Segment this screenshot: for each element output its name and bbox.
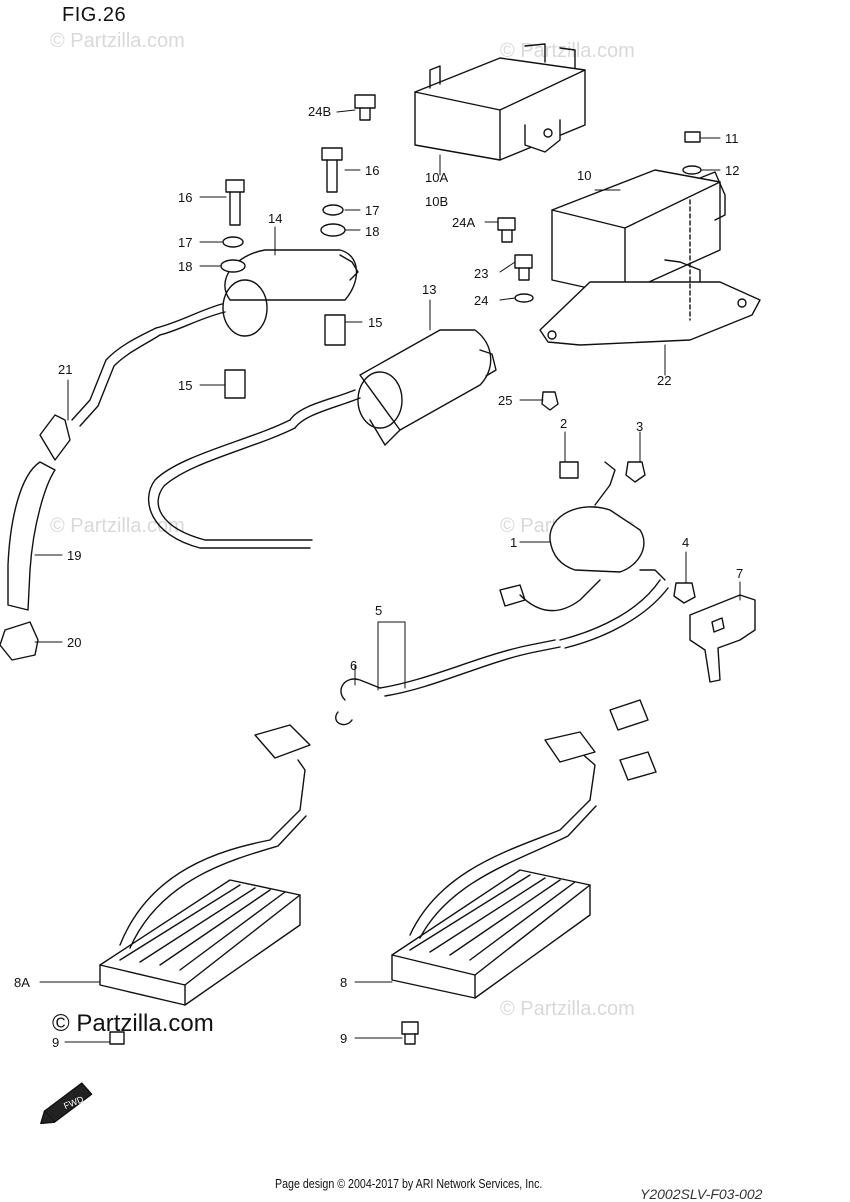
callout-18: 18 [178,259,193,274]
cable-5-6 [335,579,669,726]
callout-24a: 24A [452,215,476,230]
callout-8a: 8A [14,975,30,990]
callout-1: 1 [510,535,518,550]
diagram-code: Y2002SLV-F03-002 [640,1186,763,1202]
callout-22: 22 [657,373,672,388]
watermark: © Partzilla.com [50,515,185,537]
callout-6: 6 [350,658,358,673]
callout-9: 9 [52,1035,60,1050]
callout-7: 7 [736,566,744,581]
callout-16: 16 [178,190,193,205]
boot-7 [689,594,756,683]
callout-14: 14 [268,211,283,226]
plug-cap-assembly [0,414,71,661]
callout-5: 5 [375,603,383,618]
callout-8: 8 [340,975,348,990]
callout-19: 19 [67,548,82,563]
callout-21: 21 [58,362,73,377]
callout-23: 23 [474,266,489,281]
ignition-coil-14 [71,249,359,427]
callout-17: 17 [178,235,193,250]
callout-9: 9 [340,1031,348,1046]
callout-20: 20 [67,635,82,650]
watermark: © Partzilla.com [50,30,185,52]
regulator-8a [99,724,311,1006]
callout-16: 16 [365,163,380,178]
callout-10a: 10A [425,170,449,185]
watermark: © Partzilla.com [500,998,635,1020]
callout-4: 4 [682,535,690,550]
callout-2: 2 [560,416,568,431]
callout-15: 15 [178,378,193,393]
callout-10b: 10B [425,194,449,209]
callout-25: 25 [498,393,513,408]
callout-10: 10 [577,168,592,183]
watermark-primary: © Partzilla.com [52,1010,214,1037]
ecu-unit-10 [551,169,726,296]
fwd-arrow: FWD [40,1082,93,1125]
callout-3: 3 [636,419,644,434]
small-hardware [109,94,702,1045]
callout-13: 13 [422,282,437,297]
callout-24b: 24B [308,104,332,119]
leader-lines [34,109,741,1043]
bracket-22 [539,199,761,346]
footer-credit: Page design © 2004-2017 by ARI Network S… [275,1176,543,1191]
callout-24: 24 [474,293,489,308]
starter-relay-1 [499,461,666,612]
ignition-coil-13 [147,329,497,549]
ecu-unit-10a [414,43,586,161]
regulator-8 [391,699,657,999]
figure-title: FIG.26 [62,4,127,26]
callout-15: 15 [368,315,383,330]
callout-18: 18 [365,224,380,239]
callout-11: 11 [725,131,739,146]
callout-17: 17 [365,203,380,218]
callout-12: 12 [725,163,740,178]
